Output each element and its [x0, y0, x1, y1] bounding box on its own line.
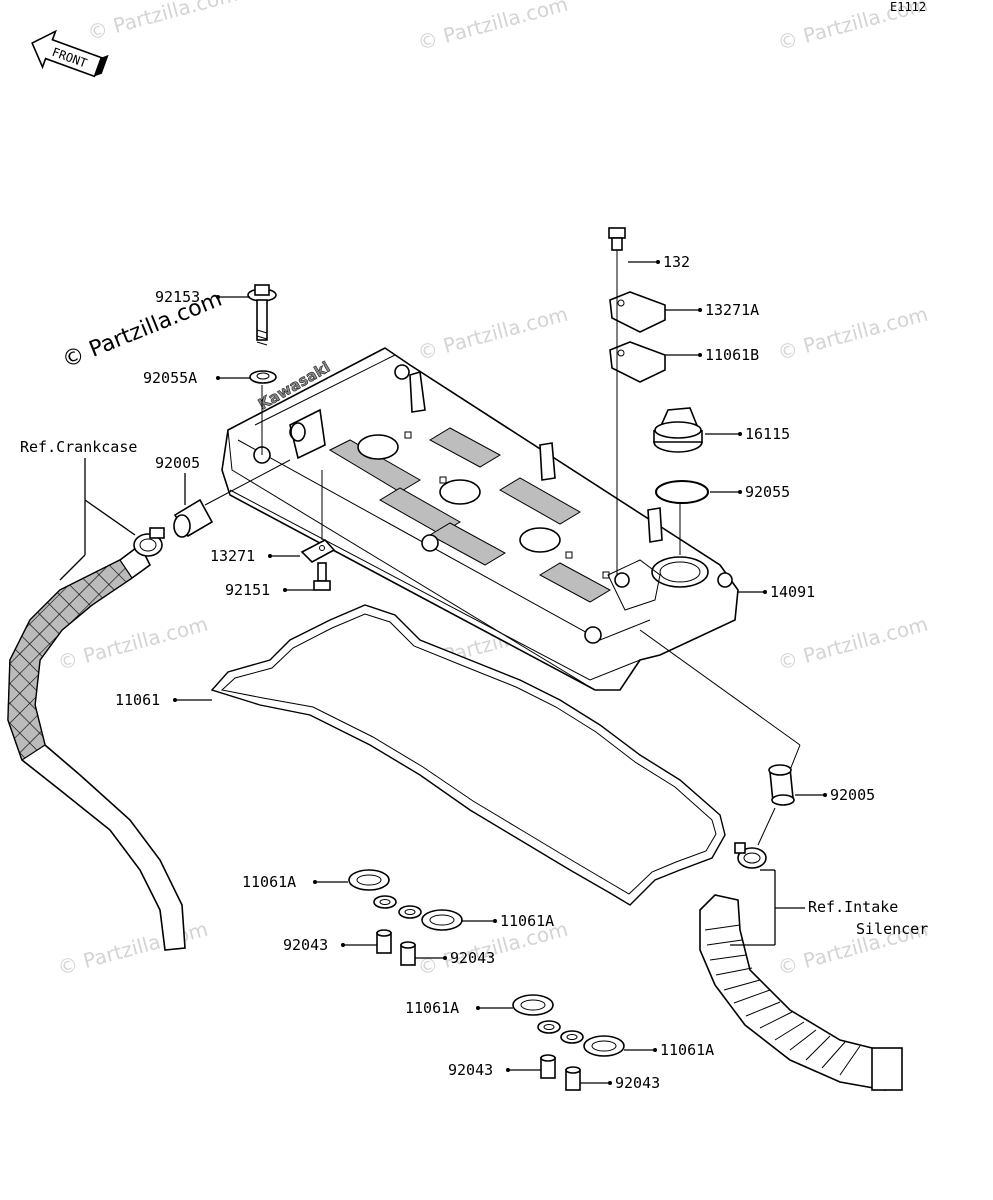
watermark-text: © Partzilla.com: [415, 302, 570, 365]
callout-label: 11061: [115, 691, 160, 709]
callout-label: 16115: [745, 425, 790, 443]
callout-labels: 132 13271A 11061B 16115 92055 14091 9200…: [20, 253, 928, 1092]
watermark-prominent: © Partzilla.com: [59, 287, 226, 374]
crankcase-breather-hose: [7, 543, 186, 951]
hose-92005-right: [768, 764, 795, 806]
watermark-text: © Partzilla.com: [55, 917, 210, 980]
bolt-92151: [313, 562, 331, 591]
callout-label: 11061A: [405, 999, 459, 1017]
bolt-92153: [247, 284, 277, 346]
callout-label: 11061A: [242, 873, 296, 891]
callout-label: 92043: [615, 1074, 660, 1092]
callout-label: 11061A: [500, 912, 554, 930]
callout-label: 13271A: [705, 301, 759, 319]
cover-gasket: [210, 604, 726, 906]
hose-clamp-right: [734, 842, 767, 869]
ref-label-intake: Ref.Intake: [808, 898, 898, 916]
washer-92055a: [249, 370, 277, 384]
ref-label-silencer: Silencer: [856, 920, 928, 938]
diagram-code: E1112: [890, 0, 926, 14]
plate-13271a: [609, 291, 666, 333]
callout-label: 13271: [210, 547, 255, 565]
ref-label-crankcase: Ref.Crankcase: [20, 438, 137, 456]
bolt-132: [608, 227, 626, 251]
callout-label: 92055: [745, 483, 790, 501]
hose-clamp-left: [133, 527, 165, 557]
callout-label: 92043: [283, 936, 328, 954]
callout-label: 92005: [155, 454, 200, 472]
callout-label: 92043: [450, 949, 495, 967]
callout-label: 132: [663, 253, 690, 271]
callout-label: 14091: [770, 583, 815, 601]
o-ring-92055: [655, 480, 709, 504]
watermark-text: © Partzilla.com: [775, 302, 930, 365]
callout-label: 11061B: [705, 346, 759, 364]
callout-label: 92151: [225, 581, 270, 599]
gasket-set-1: [348, 869, 463, 966]
watermark-text: © Partzilla.com: [85, 0, 240, 45]
leader-lines: [59, 260, 827, 1085]
gasket-11061b: [609, 341, 666, 383]
callout-label: 92005: [830, 786, 875, 804]
intake-silencer-hose: [699, 894, 903, 1091]
callout-label: 92043: [448, 1061, 493, 1079]
callout-label: 92153: [155, 288, 200, 306]
callout-label: 11061A: [660, 1041, 714, 1059]
plate-13271: [300, 539, 336, 563]
watermark-text: © Partzilla.com: [55, 612, 210, 675]
callout-label: 92055A: [143, 369, 197, 387]
gasket-set-2: [512, 994, 625, 1091]
watermark-text: © Partzilla.com: [775, 612, 930, 675]
oil-filler-cap: [653, 407, 703, 453]
hose-92005-left: [173, 498, 214, 538]
watermark-text: © Partzilla.com: [415, 0, 570, 55]
